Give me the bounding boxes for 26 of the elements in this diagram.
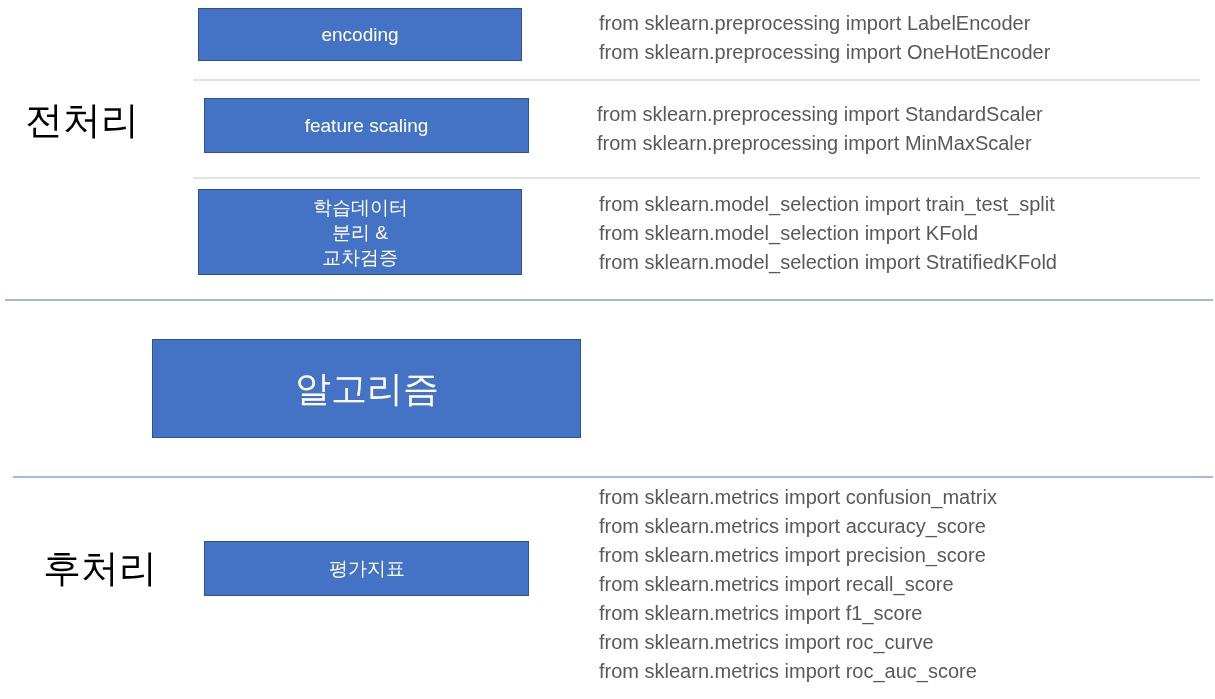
code-line: from sklearn.metrics import confusion_matrix bbox=[599, 485, 997, 510]
code-line: from sklearn.model_selection import train_test_split bbox=[599, 192, 1055, 217]
code-line: from sklearn.preprocessing import MinMaxScaler bbox=[597, 131, 1032, 156]
process-box bbox=[204, 541, 529, 596]
code-line: from sklearn.metrics import accuracy_score bbox=[599, 514, 986, 539]
process-box bbox=[152, 339, 581, 438]
step-label: 알고리즘 bbox=[294, 367, 439, 411]
code-line: from sklearn.preprocessing import LabelEncoder bbox=[599, 11, 1031, 36]
section-heading: 후처리 bbox=[43, 546, 157, 591]
section-heading: 전처리 bbox=[25, 98, 139, 143]
process-box bbox=[198, 189, 522, 275]
step-label: encoding bbox=[321, 23, 399, 47]
code-line: from sklearn.model_selection import StratifiedKFold bbox=[599, 250, 1057, 275]
code-line: from sklearn.metrics import roc_auc_score bbox=[599, 659, 977, 684]
step-label: feature scaling bbox=[304, 114, 429, 138]
step-label: 평가지표 bbox=[328, 557, 405, 581]
code-line: from sklearn.model_selection import KFold bbox=[599, 221, 979, 246]
step-label: 학습데이터 분리 & 교차검증 bbox=[311, 195, 409, 270]
code-line: from sklearn.preprocessing import OneHotEncoder bbox=[599, 40, 1051, 65]
code-line: from sklearn.preprocessing import StandardScaler bbox=[597, 102, 1043, 127]
code-line: from sklearn.metrics import roc_curve bbox=[599, 630, 934, 655]
process-box bbox=[198, 8, 522, 61]
code-line: from sklearn.metrics import recall_score bbox=[599, 572, 954, 597]
process-box bbox=[204, 98, 529, 153]
code-line: from sklearn.metrics import f1_score bbox=[599, 601, 923, 626]
code-line: from sklearn.metrics import precision_score bbox=[599, 543, 986, 568]
